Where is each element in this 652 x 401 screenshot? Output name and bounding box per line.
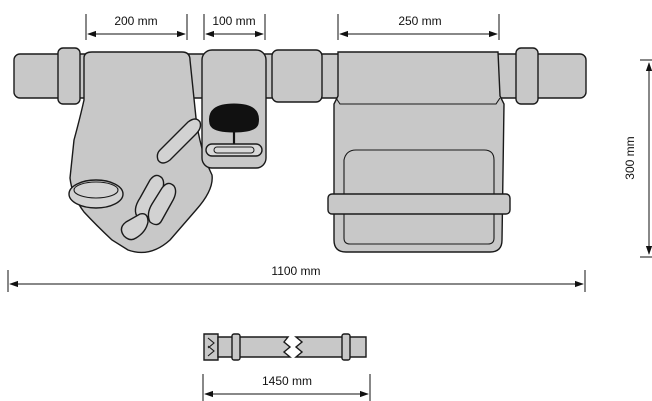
- dimension-250mm: 250 mm: [337, 14, 500, 40]
- dimension-200mm: 200 mm: [85, 14, 188, 40]
- dimension-100mm: 100 mm: [203, 14, 266, 40]
- tool-head: [209, 103, 259, 133]
- dimension-label-200: 200 mm: [114, 14, 157, 28]
- pouch-ring: [68, 179, 124, 209]
- strap: [203, 333, 367, 361]
- dimension-label-1450: 1450 mm: [262, 374, 312, 388]
- left-pouch: [68, 51, 213, 254]
- belt-loop-center: [271, 49, 323, 103]
- dimension-label-1100: 1100 mm: [271, 264, 320, 278]
- dimension-label-250: 250 mm: [398, 14, 441, 28]
- dimension-label-100: 100 mm: [212, 14, 255, 28]
- dimension-1100mm: 1100 mm: [7, 264, 586, 292]
- dimension-label-300: 300 mm: [623, 136, 637, 179]
- dimension-300mm: 300 mm: [623, 59, 652, 258]
- pouch-band: [327, 193, 511, 215]
- belt-loop-right: [515, 47, 539, 105]
- right-pouch: [327, 51, 511, 253]
- belt-loop-left: [57, 47, 81, 105]
- center-holder: [201, 49, 267, 169]
- buckle-icon: [203, 333, 219, 361]
- dimension-1450mm: 1450 mm: [202, 374, 371, 401]
